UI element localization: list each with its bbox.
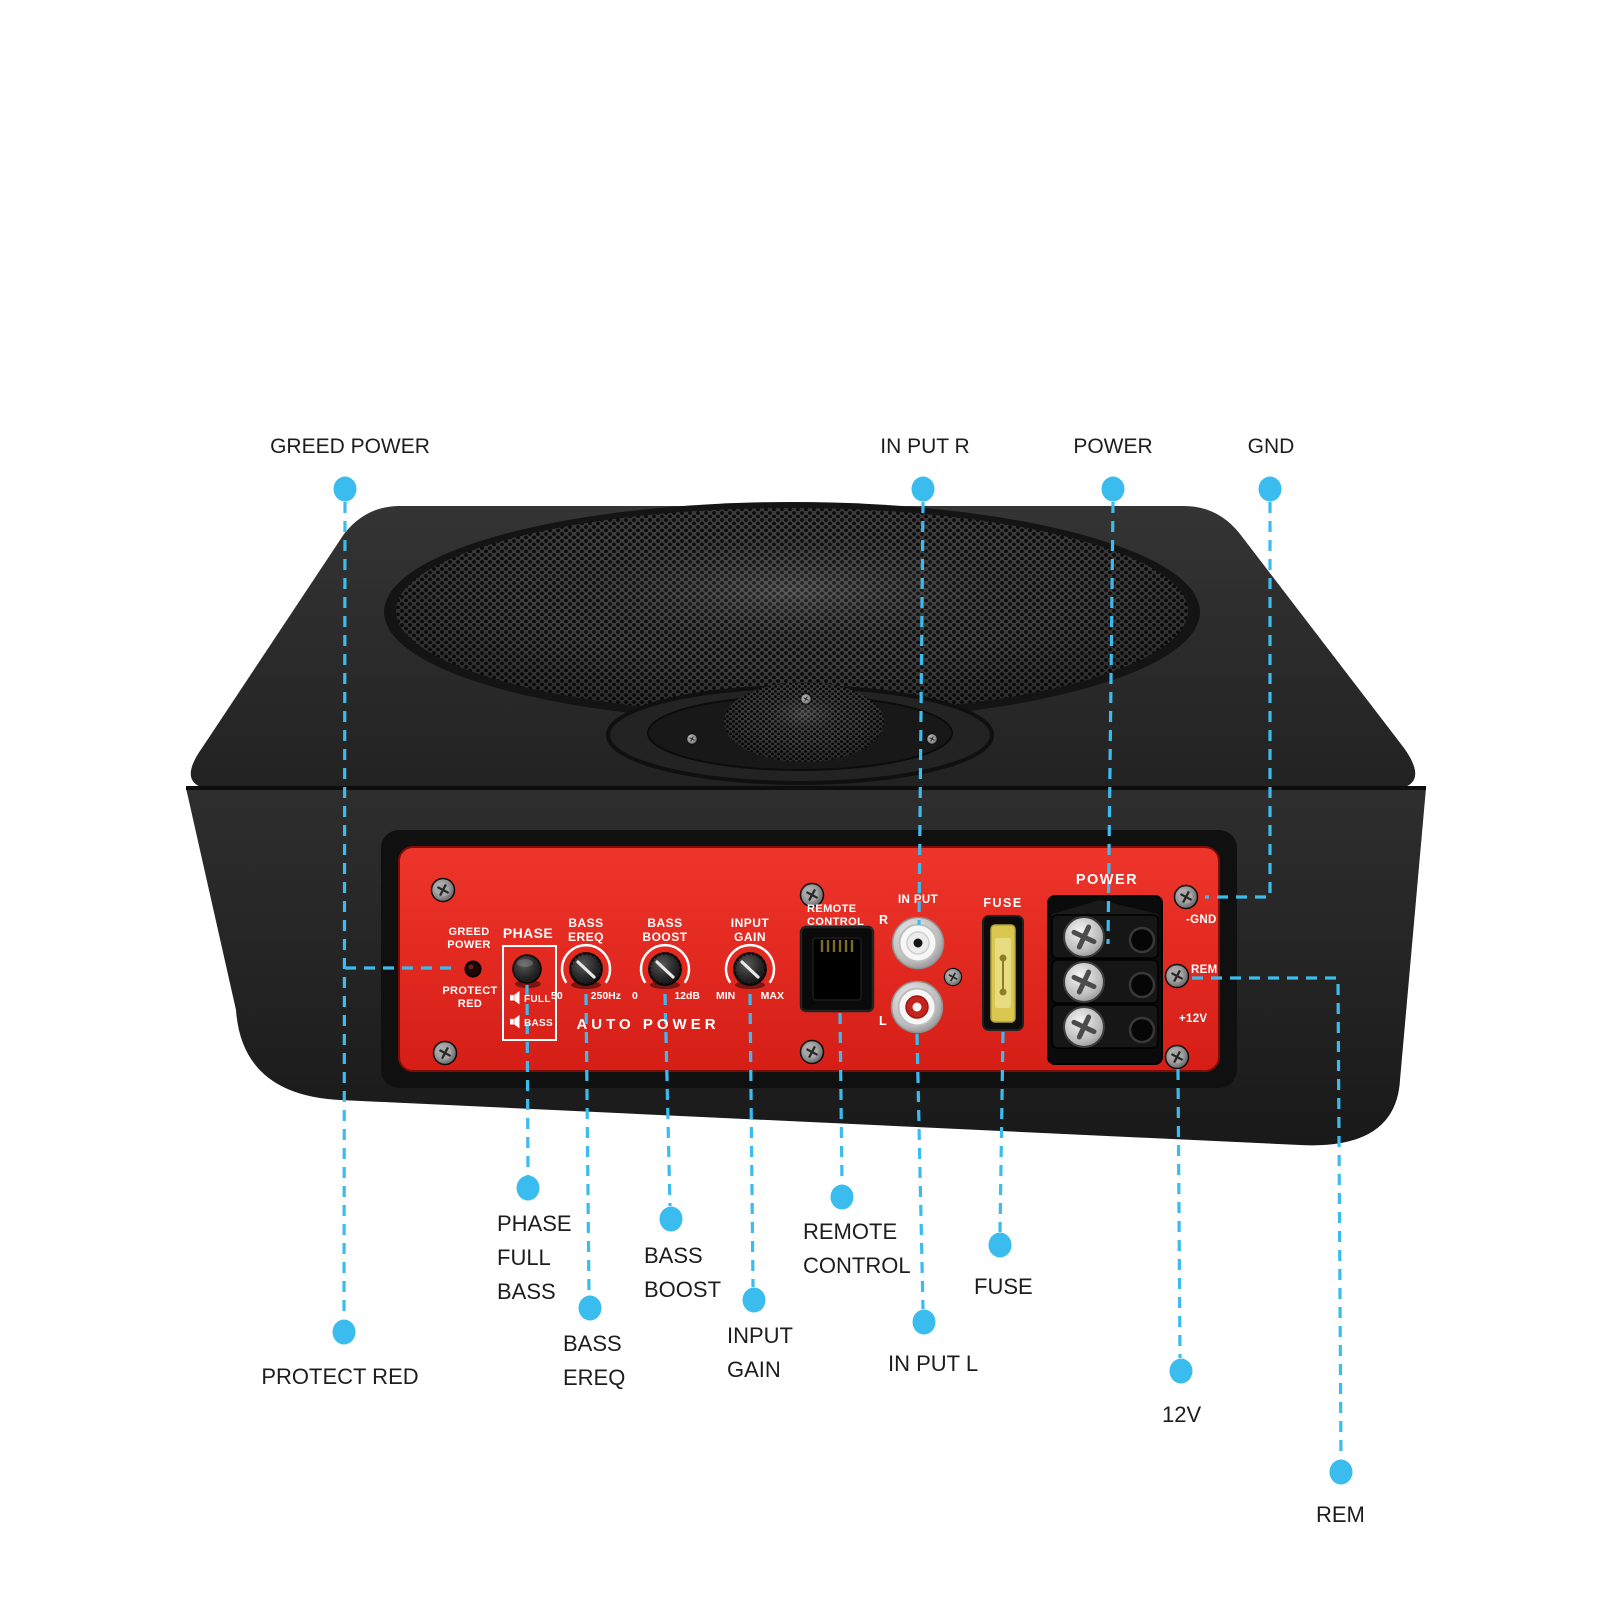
- scale-max: 12dB: [674, 990, 700, 1002]
- callout-dot-power: [1101, 476, 1125, 502]
- knob-scale-bass-ereq: 50 250Hz: [551, 990, 621, 1002]
- fuse-holder[interactable]: [982, 915, 1024, 1031]
- callout-dot-input-gain: [742, 1287, 766, 1313]
- panel-screw-icon: [943, 967, 963, 987]
- tweeter: [606, 682, 994, 785]
- callout-label-input-l: IN PUT L: [888, 1351, 979, 1376]
- callout-line-gnd: [1205, 502, 1272, 899]
- panel-label-remote-control: REMOTE CONTROL: [807, 903, 865, 928]
- scale-min: 0: [632, 990, 638, 1002]
- callout-dot-gnd: [1258, 476, 1282, 502]
- callout-label-phase-full-bass: PHASE FULL BASS: [497, 1211, 572, 1304]
- callout-label-gnd: GND: [1247, 435, 1295, 458]
- panel-label-gnd: -GND: [1186, 914, 1217, 926]
- scale-max: MAX: [760, 990, 784, 1002]
- speaker-grille: [384, 502, 1200, 722]
- callout-label-protect-red: PROTECT RED: [261, 1364, 419, 1389]
- panel-label-phase-full: FULL: [524, 994, 551, 1005]
- callout-label-greed-power: GREED POWER: [270, 435, 430, 458]
- panel-label-greed-power: GREED POWER: [447, 926, 491, 951]
- terminal-screw-gnd[interactable]: [1173, 884, 1199, 910]
- scale-min: MIN: [716, 990, 736, 1002]
- tweeter-screw-icon: [800, 693, 812, 705]
- tweeter-screw-icon: [926, 733, 938, 745]
- callout-line-phase: [525, 984, 530, 1177]
- panel-screw-icon: [432, 1040, 458, 1066]
- callout-label-input-gain: INPUT GAIN: [727, 1323, 793, 1382]
- panel-label-protect-red: PROTECT RED: [442, 985, 498, 1010]
- callout-line-remote: [838, 1012, 844, 1185]
- callout-label-bass-ereq: BASS EREQ: [563, 1331, 626, 1390]
- callout-line-power: [1106, 501, 1115, 945]
- callout-dot-phase: [516, 1175, 540, 1201]
- panel-screw-icon: [799, 1039, 825, 1065]
- callout-dot-greed-power: [333, 476, 357, 502]
- panel-label-phase-bass: BASS: [524, 1018, 553, 1029]
- callout-dot-remote: [830, 1184, 854, 1210]
- led-indicator: [464, 960, 482, 978]
- scale-max: 250Hz: [590, 990, 621, 1002]
- callout-dot-rem: [1329, 1459, 1353, 1485]
- callout-dot-input-r: [911, 476, 935, 502]
- callout-line-fuse: [998, 1031, 1005, 1233]
- knob-bass-freq[interactable]: [560, 943, 612, 989]
- panel-label-auto-power: AUTO POWER: [576, 1016, 720, 1033]
- callout-label-fuse: FUSE: [974, 1274, 1033, 1299]
- terminal-side-holes: [1128, 926, 1156, 1044]
- phase-switch-group: [502, 945, 557, 1041]
- callout-line-input-r: [917, 501, 925, 926]
- scale-min: 50: [551, 990, 563, 1002]
- panel-label-rem: REM: [1191, 964, 1218, 976]
- tweeter-screw-icon: [686, 733, 698, 745]
- panel-label-input: IN PUT: [897, 894, 939, 906]
- device-body: [186, 502, 1426, 1146]
- remote-control-jack[interactable]: [799, 925, 875, 1013]
- callout-label-rem: REM: [1316, 1502, 1365, 1527]
- panel-label-12v: +12V: [1179, 1013, 1208, 1025]
- panel-screw-icon: [430, 877, 456, 903]
- callout-dot-protect-red: [332, 1319, 356, 1345]
- phase-button[interactable]: [512, 954, 542, 988]
- terminal-big-screws: [1063, 916, 1105, 1048]
- callout-line-bass-boost: [663, 993, 672, 1207]
- knob-input-gain[interactable]: [724, 943, 776, 989]
- callout-line-12v: [1176, 1068, 1182, 1359]
- panel-label-bass-ereq: BASS EREQ: [567, 916, 605, 944]
- panel-label-fuse: FUSE: [983, 896, 1023, 910]
- callout-label-12v: 12V: [1162, 1402, 1202, 1427]
- callout-dot-input-l: [912, 1309, 936, 1335]
- callout-line-input-gain: [748, 993, 755, 1288]
- panel-label-power: POWER: [1075, 872, 1139, 888]
- callout-line-rem: [1192, 976, 1343, 1460]
- knob-scale-input-gain: MIN MAX: [716, 990, 784, 1002]
- callout-dot-12v: [1169, 1358, 1193, 1384]
- callout-label-power: POWER: [1073, 435, 1153, 458]
- panel-label-input-r: R: [879, 913, 889, 927]
- callout-line-greed-power: [342, 501, 347, 1319]
- callout-dot-fuse: [988, 1232, 1012, 1258]
- callout-label-remote-control: REMOTE CONTROL: [803, 1219, 911, 1278]
- panel-label-input-l: L: [879, 1014, 888, 1028]
- power-terminal-block[interactable]: [1047, 895, 1163, 1065]
- terminal-screw-12v[interactable]: [1164, 1044, 1190, 1070]
- callout-label-bass-boost: BASS BOOST: [644, 1243, 722, 1302]
- rca-input-l[interactable]: [890, 980, 944, 1034]
- panel-label-bass-boost: BASS BOOST: [642, 916, 688, 944]
- rca-input-r[interactable]: [891, 916, 945, 970]
- callout-line-bass-ereq: [584, 993, 591, 1296]
- knob-bass-boost[interactable]: [639, 943, 691, 989]
- panel-label-input-gain: INPUT GAIN: [730, 916, 770, 944]
- knob-scale-bass-boost: 0 12dB: [632, 990, 700, 1002]
- callout-dot-bass-ereq: [578, 1295, 602, 1321]
- callout-label-input-r: IN PUT R: [880, 435, 970, 458]
- callout-dots: [332, 476, 1353, 1485]
- callout-dot-bass-boost: [659, 1206, 683, 1232]
- callout-line-input-l: [915, 1033, 925, 1310]
- panel-label-phase: PHASE: [502, 925, 554, 941]
- control-panel: [398, 846, 1220, 1072]
- callout-lines: [342, 501, 1343, 1460]
- terminal-screw-rem[interactable]: [1164, 963, 1190, 989]
